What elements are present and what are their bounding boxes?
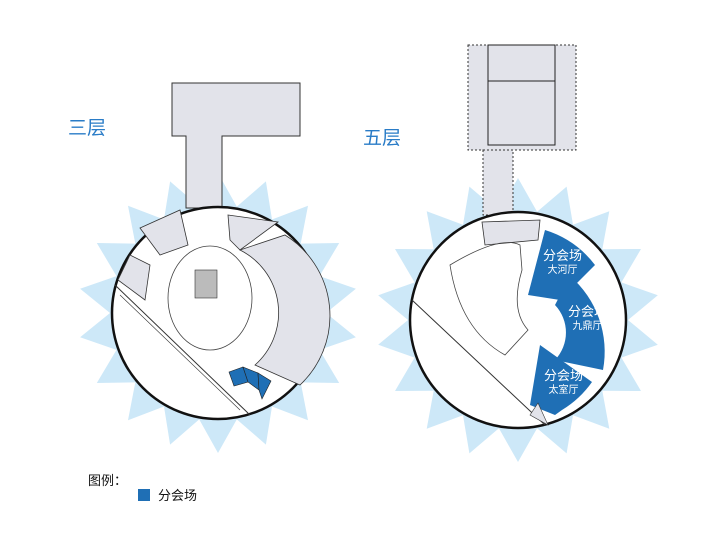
room-label-taishi: 分会场 太室厅 xyxy=(544,369,584,396)
hall-name: 大河厅 xyxy=(547,264,578,276)
third-floor-diagonal-wall xyxy=(114,284,251,416)
fifth-floor-room-jiuding xyxy=(555,276,605,370)
room-name: 分会场 xyxy=(568,305,608,320)
legend-label: 分会场 xyxy=(158,489,198,504)
third-floor-plan xyxy=(110,82,331,421)
legend-title: 图例： xyxy=(88,474,128,489)
room-label-jiuding: 分会场 九鼎厅 xyxy=(568,305,608,332)
hall-name: 太室厅 xyxy=(548,384,579,396)
legend-item: 分会场 xyxy=(138,485,197,504)
fifth-floor-triangle xyxy=(529,402,549,426)
fifth-floor-room-taishi xyxy=(530,345,592,415)
third-floor-atrium xyxy=(167,245,253,351)
fifth-floor-corridor xyxy=(482,149,514,216)
room-label-dahe: 分会场 大河厅 xyxy=(543,249,583,276)
fifth-floor-plan xyxy=(408,44,628,430)
third-floor-top-rooms xyxy=(139,209,189,256)
third-floor-room-3 xyxy=(257,372,272,400)
fifth-floor-diagonal-wall xyxy=(411,299,546,426)
legend-swatch xyxy=(138,488,150,501)
fifth-floor-title: 五层 xyxy=(363,127,402,149)
third-floor-stairs xyxy=(194,269,218,299)
third-floor-left-room xyxy=(117,254,151,301)
room-name: 分会场 xyxy=(543,249,583,264)
fifth-floor-annex xyxy=(467,44,577,151)
fifth-floor-gray-room xyxy=(481,219,541,246)
third-floor-gray-room xyxy=(227,214,280,251)
fifth-floor-room-dahe xyxy=(528,230,595,300)
third-floor-wall xyxy=(119,294,241,411)
fifth-floor-annex-room-bottom xyxy=(487,80,556,146)
third-floor-corridor xyxy=(171,82,301,209)
third-floor-hall xyxy=(238,234,331,386)
room-name: 分会场 xyxy=(544,369,584,384)
fifth-floor-atrium xyxy=(449,242,529,356)
third-floor-title: 三层 xyxy=(68,117,107,139)
hall-name: 九鼎厅 xyxy=(572,320,603,332)
